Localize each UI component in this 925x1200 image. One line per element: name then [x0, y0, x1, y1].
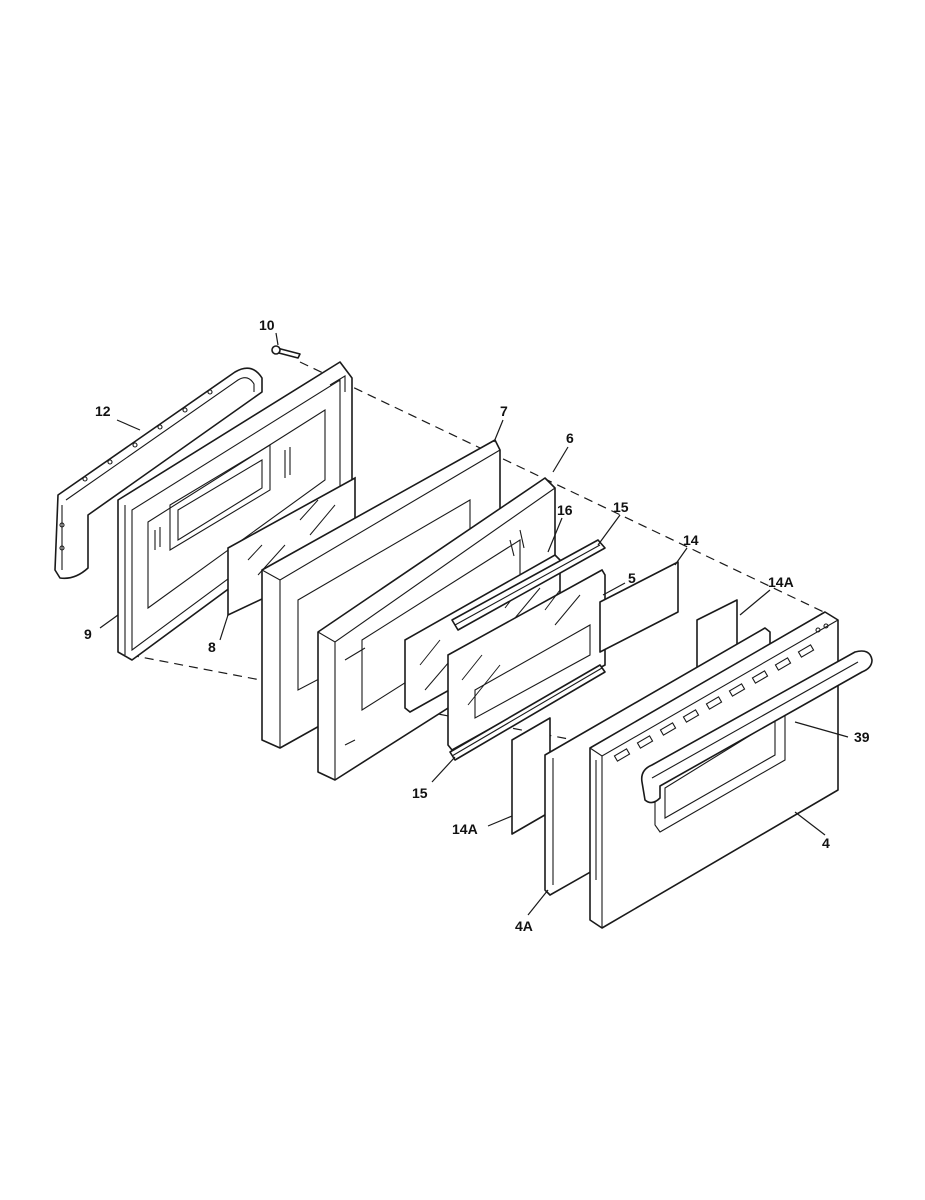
callout-15-top: 15: [613, 499, 629, 515]
door-handle: [640, 650, 873, 804]
door-gasket: [54, 367, 263, 580]
callout-6: 6: [566, 430, 574, 446]
callout-14a-bottom: 14A: [452, 821, 478, 837]
callout-15-bottom: 15: [412, 785, 428, 801]
leader-lines: [99, 332, 849, 916]
glass-retainer-top: [451, 539, 606, 631]
callout-5: 5: [628, 570, 636, 586]
callout-4a: 4A: [515, 918, 533, 934]
callout-labels: 10 12 9 8 7 6 16 15 5 14 14A 39 15 14A 4…: [84, 317, 870, 934]
callout-9: 9: [84, 626, 92, 642]
callout-8: 8: [208, 639, 216, 655]
insulation-sheet: [599, 561, 679, 653]
callout-16: 16: [557, 502, 573, 518]
callout-10: 10: [259, 317, 275, 333]
callout-14: 14: [683, 532, 699, 548]
callout-39: 39: [854, 729, 870, 745]
outer-door-panel: [589, 611, 839, 929]
screw: [271, 345, 301, 359]
alignment-guides: [129, 361, 831, 746]
callout-14a-top: 14A: [768, 574, 794, 590]
inner-door-liner: [117, 361, 353, 661]
callout-12: 12: [95, 403, 111, 419]
callout-4: 4: [822, 835, 830, 851]
outer-door-glass: [447, 568, 606, 752]
glass-retainer-bottom: [449, 664, 606, 761]
callout-7: 7: [500, 403, 508, 419]
